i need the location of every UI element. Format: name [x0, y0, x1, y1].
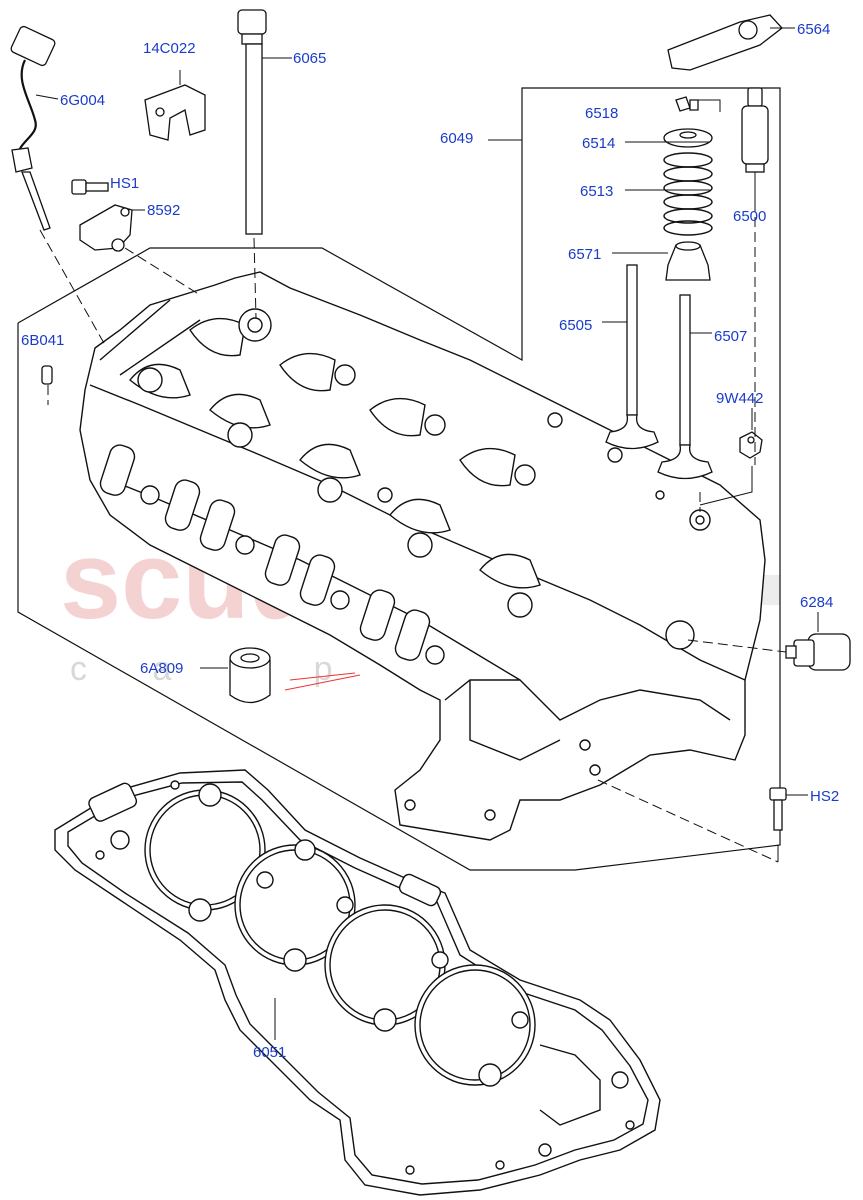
head-gasket: [54, 769, 661, 1196]
sensor-harness: [10, 25, 56, 231]
label-6284[interactable]: 6284: [800, 594, 833, 611]
plug-leader: [699, 466, 753, 506]
part-labels: 6G004 14C022 6065 6564 6518 6514 6049 HS…: [21, 21, 839, 1061]
red-marks: [284, 672, 361, 691]
label-6a809[interactable]: 6A809: [140, 660, 183, 677]
assembly-frames: [17, 87, 781, 871]
spring-retainer: [663, 128, 713, 148]
head-bores: [137, 308, 711, 821]
leader-lines: [35, 27, 819, 1040]
label-6505[interactable]: 6505: [559, 317, 592, 334]
label-6513[interactable]: 6513: [580, 183, 613, 200]
head-bolt: [237, 9, 267, 235]
head-bolt-shank: [245, 43, 263, 235]
gasket-slot-left: [88, 782, 138, 822]
gasket-slot-right: [398, 873, 442, 907]
label-6518[interactable]: 6518: [585, 105, 618, 122]
label-6500[interactable]: 6500: [733, 208, 766, 225]
label-6065[interactable]: 6065: [293, 50, 326, 67]
label-hs1[interactable]: HS1: [110, 175, 139, 192]
sensor-probe: [21, 171, 51, 231]
bolt-hs1: [71, 179, 109, 195]
valve-stem-seal: [665, 241, 711, 281]
plug-9w442: [739, 431, 763, 459]
label-6571[interactable]: 6571: [568, 246, 601, 263]
label-6g004[interactable]: 6G004: [60, 92, 105, 109]
timing-end-pad: [444, 679, 731, 761]
label-hs2[interactable]: HS2: [810, 788, 839, 805]
label-6b041[interactable]: 6B041: [21, 332, 64, 349]
rocker-arm: [667, 14, 783, 71]
harness-wire: [16, 59, 37, 156]
gasket-bolt-holes: [95, 780, 635, 1175]
label-6564[interactable]: 6564: [797, 21, 830, 38]
sensor-body: [11, 147, 33, 173]
valve-collets: [675, 96, 699, 112]
cylinder-head-frame: [17, 87, 781, 871]
cylinder-head: [79, 271, 766, 841]
label-6514[interactable]: 6514: [582, 135, 615, 152]
hydraulic-lifter: [741, 87, 769, 173]
label-6507[interactable]: 6507: [714, 328, 747, 345]
harness-connector: [10, 25, 56, 67]
label-9w442[interactable]: 9W442: [716, 390, 764, 407]
dowel-6b041: [41, 365, 53, 385]
bush-6a809: [229, 647, 271, 704]
label-14c022[interactable]: 14C022: [143, 40, 196, 57]
clip-14c022: [144, 84, 206, 141]
gasket-tab: [539, 1044, 601, 1126]
head-bolt-flange: [241, 33, 263, 45]
intake-valve: [605, 264, 659, 450]
side-ports: [99, 444, 445, 665]
cap-6284: [785, 633, 851, 671]
valve-spring: [663, 152, 713, 236]
head-bolt-head: [237, 9, 267, 35]
cam-sensor-8592: [79, 204, 133, 252]
label-6049[interactable]: 6049: [440, 130, 473, 147]
exhaust-valve: [657, 294, 713, 480]
label-6051[interactable]: 6051: [253, 1044, 286, 1061]
bolt-hs2: [769, 787, 787, 831]
label-8592[interactable]: 8592: [147, 202, 180, 219]
valve-pockets: [129, 317, 541, 589]
